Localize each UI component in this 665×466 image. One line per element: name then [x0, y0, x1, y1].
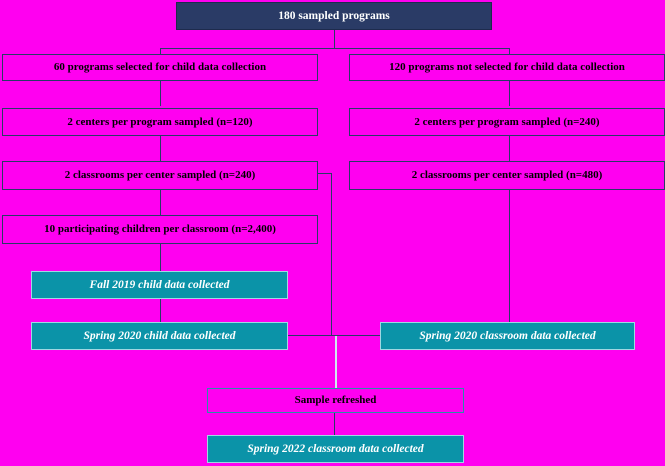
connector-root-down — [334, 30, 335, 48]
box-label: 10 participating children per classroom … — [44, 223, 276, 236]
box-classrooms-left[interactable]: 2 classrooms per center sampled (n=240) — [2, 161, 318, 190]
box-label: 2 centers per program sampled (n=120) — [67, 115, 253, 128]
box-label: 180 sampled programs — [278, 9, 390, 22]
box-label: Fall 2019 child data collected — [89, 278, 230, 291]
box-spring-2020-child-data[interactable]: Spring 2020 child data collected — [31, 322, 288, 350]
connector-right-1-2 — [509, 81, 510, 106]
box-centers-right[interactable]: 2 centers per program sampled (n=240) — [349, 108, 665, 136]
box-fall-2019-child-data[interactable]: Fall 2019 child data collected — [31, 271, 288, 299]
box-sample-refreshed[interactable]: Sample refreshed — [207, 388, 464, 413]
box-programs-selected[interactable]: 60 programs selected for child data coll… — [2, 54, 318, 81]
box-centers-left[interactable]: 2 centers per program sampled (n=120) — [2, 108, 318, 136]
connector-spring-child-right — [287, 335, 382, 336]
connector-right-3-classroom — [509, 190, 510, 322]
connector-left-1-2 — [160, 81, 161, 106]
connector-right-split-down — [509, 48, 510, 54]
box-classrooms-right[interactable]: 2 classrooms per center sampled (n=480) — [349, 161, 665, 190]
connector-left-3-4 — [160, 190, 161, 215]
connector-left-4-fall — [160, 244, 161, 271]
box-label: 2 centers per program sampled (n=240) — [414, 115, 600, 128]
box-label: 2 classrooms per center sampled (n=480) — [411, 169, 603, 182]
box-label: 60 programs selected for child data coll… — [53, 61, 267, 74]
box-spring-2022-classroom-data[interactable]: Spring 2022 classroom data collected — [207, 435, 464, 463]
connector-fall-spring — [160, 299, 161, 322]
box-label: 2 classrooms per center sampled (n=240) — [64, 169, 256, 182]
connector-left-2-3 — [160, 136, 161, 161]
box-label: Spring 2020 child data collected — [83, 329, 236, 342]
connector-to-sample-refreshed — [335, 336, 337, 388]
box-label: Spring 2022 classroom data collected — [247, 442, 424, 455]
connector-left-classroom-right — [318, 173, 332, 174]
connector-root-split — [160, 48, 510, 49]
box-label: Spring 2020 classroom data collected — [419, 329, 596, 342]
connector-right-2-3 — [509, 136, 510, 161]
connector-left-classroom-down — [331, 173, 332, 336]
box-sampled-programs[interactable]: 180 sampled programs — [176, 2, 492, 30]
connector-left-split-down — [160, 48, 161, 54]
box-spring-2020-classroom-data[interactable]: Spring 2020 classroom data collected — [380, 322, 635, 350]
box-label: 120 programs not selected for child data… — [389, 61, 625, 74]
box-label: Sample refreshed — [294, 394, 377, 407]
connector-refresh-to-final — [334, 413, 335, 435]
box-programs-not-selected[interactable]: 120 programs not selected for child data… — [349, 54, 665, 81]
box-participating-children[interactable]: 10 participating children per classroom … — [2, 215, 318, 244]
